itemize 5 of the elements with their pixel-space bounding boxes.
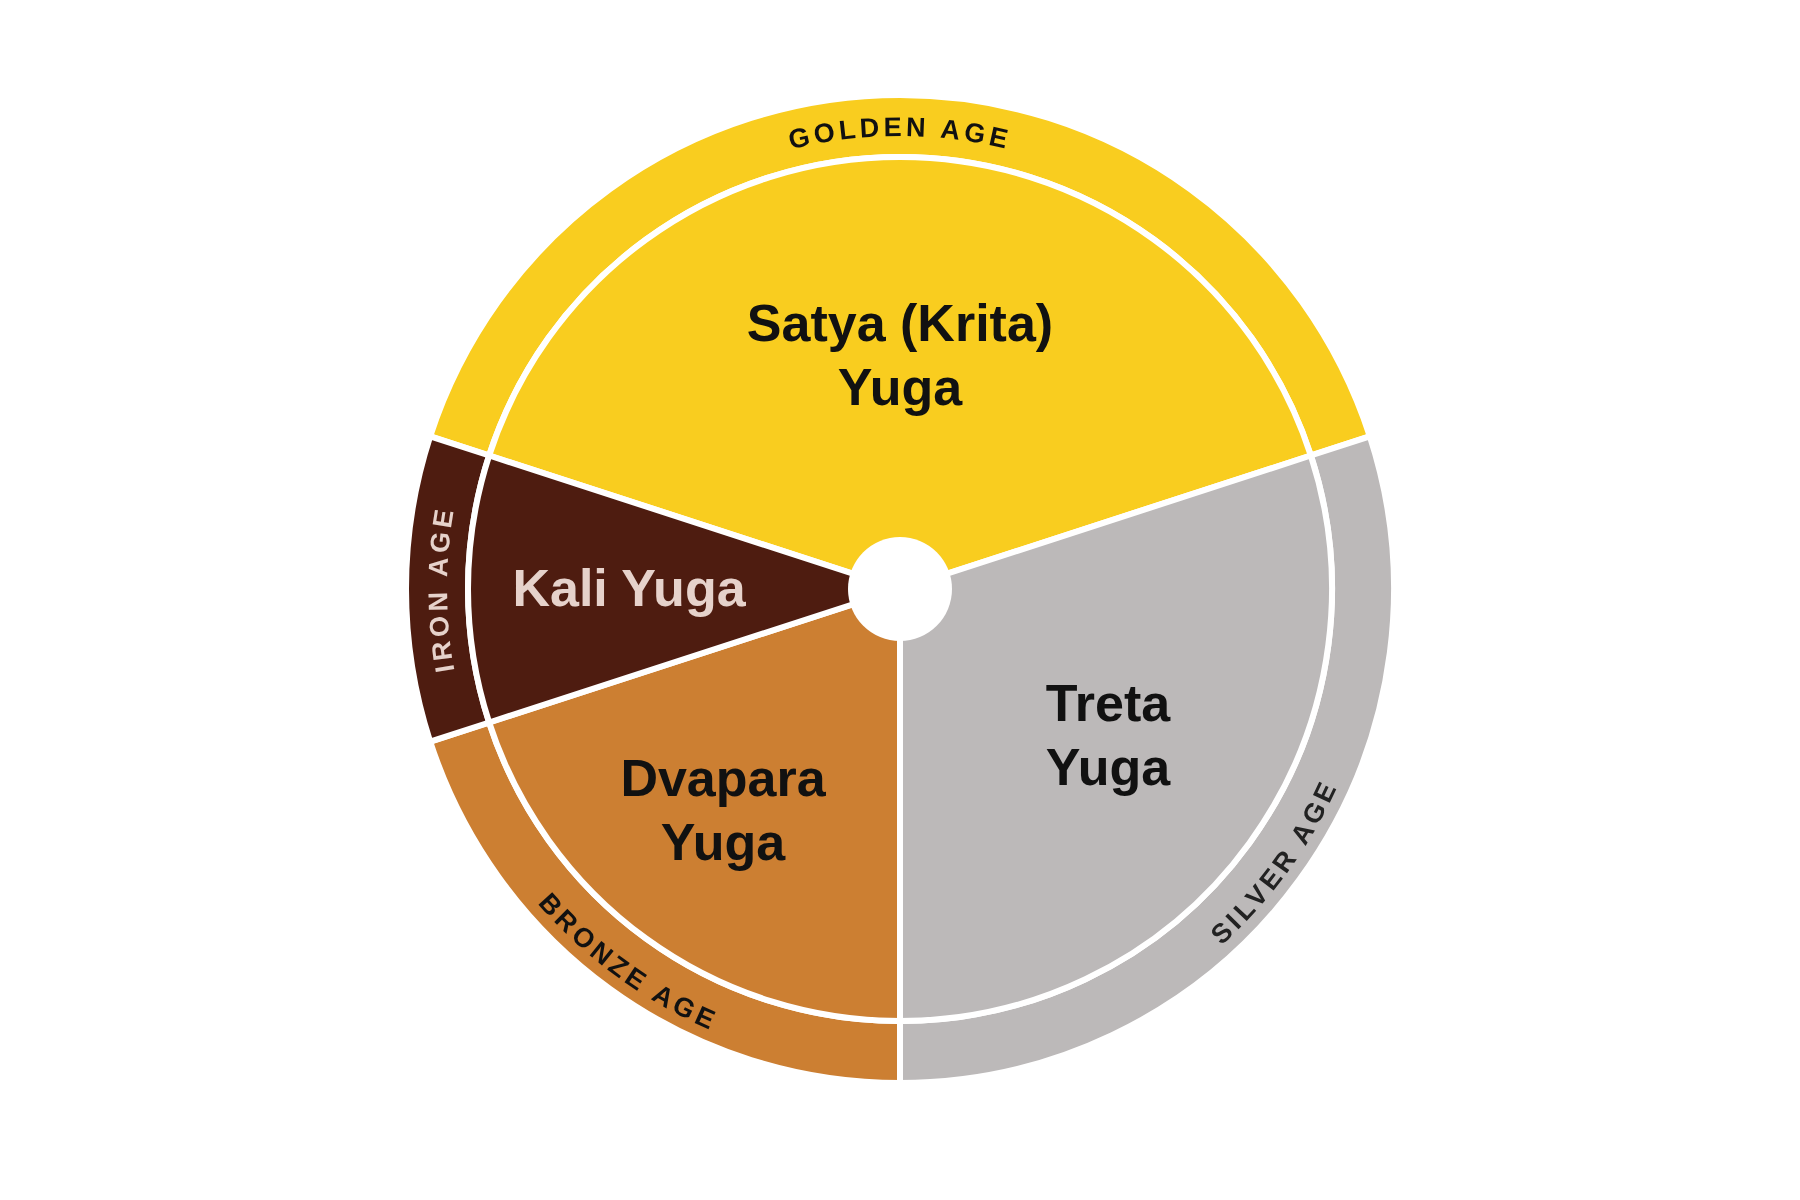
age-label: GOLDEN AGE bbox=[785, 111, 1015, 156]
yuga-label: Dvapara Yuga bbox=[620, 748, 826, 872]
yuga-label: Satya (Krita) Yuga bbox=[746, 293, 1054, 417]
yuga-label: Treta Yuga bbox=[1045, 673, 1171, 797]
yuga-label: Kali Yuga bbox=[512, 559, 746, 618]
